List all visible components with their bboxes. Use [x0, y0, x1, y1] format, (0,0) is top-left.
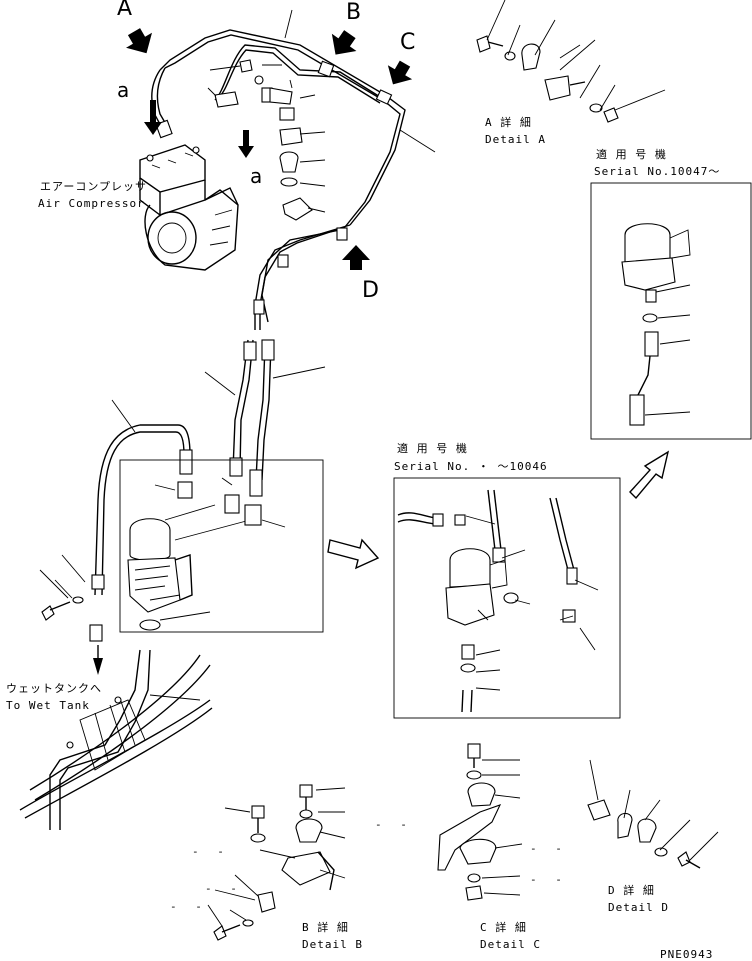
detail-c-title-en: Detail C	[480, 938, 541, 951]
pipe-routing	[151, 29, 406, 497]
detail-c-drawing	[437, 743, 523, 901]
view-letter-c: C	[400, 30, 416, 55]
blank-mark: - -	[170, 900, 208, 913]
blank-mark: - -	[530, 842, 568, 855]
blank-mark: - -	[530, 873, 568, 886]
serial-new-title-jp: 適 用 号 機	[596, 148, 667, 161]
air-compressor-label-jp: エアーコンプレッサ	[40, 180, 148, 193]
port-label-lower: a	[250, 164, 264, 188]
view-letter-b: B	[346, 0, 362, 25]
detail-b-drawing	[207, 784, 346, 941]
fitting-stack	[207, 59, 326, 221]
hose-and-valve	[39, 366, 326, 675]
blank-mark: - -	[205, 882, 243, 895]
blank-mark: - -	[192, 845, 230, 858]
detail-a-title-en: Detail A	[485, 133, 546, 146]
detail-a-title-jp: A 詳 細	[485, 116, 532, 129]
wet-tank-label-en: To Wet Tank	[6, 699, 90, 712]
serial-old-title-en: Serial No. ・ ～10046	[394, 460, 548, 473]
serial-old-panel	[393, 477, 621, 719]
view-letter-d: D	[362, 278, 379, 303]
blank-mark: - -	[375, 818, 413, 831]
serial-old-title-jp: 適 用 号 機	[397, 442, 468, 455]
view-letter-a: A	[117, 0, 133, 21]
detail-a-drawing	[476, 0, 666, 123]
air-compressor-drawing	[139, 144, 239, 271]
detail-c-title-jp: C 詳 細	[480, 921, 527, 934]
serial-new-title-en: Serial No.10047～	[594, 165, 721, 178]
wet-tank-line	[19, 649, 213, 830]
port-label-upper: a	[117, 78, 131, 102]
detail-d-title-jp: D 詳 細	[608, 884, 655, 897]
detail-b-title-jp: B 詳 細	[302, 921, 349, 934]
detail-b-title-en: Detail B	[302, 938, 363, 951]
document-number: PNE0943	[660, 948, 714, 961]
air-compressor-label-en: Air Compressor	[38, 197, 145, 210]
view-arrows	[126, 9, 670, 570]
detail-d-title-en: Detail D	[608, 901, 669, 914]
detail-d-drawing	[587, 759, 719, 869]
serial-new-panel	[590, 182, 752, 440]
wet-tank-label-jp: ウェットタンクへ	[6, 682, 102, 695]
